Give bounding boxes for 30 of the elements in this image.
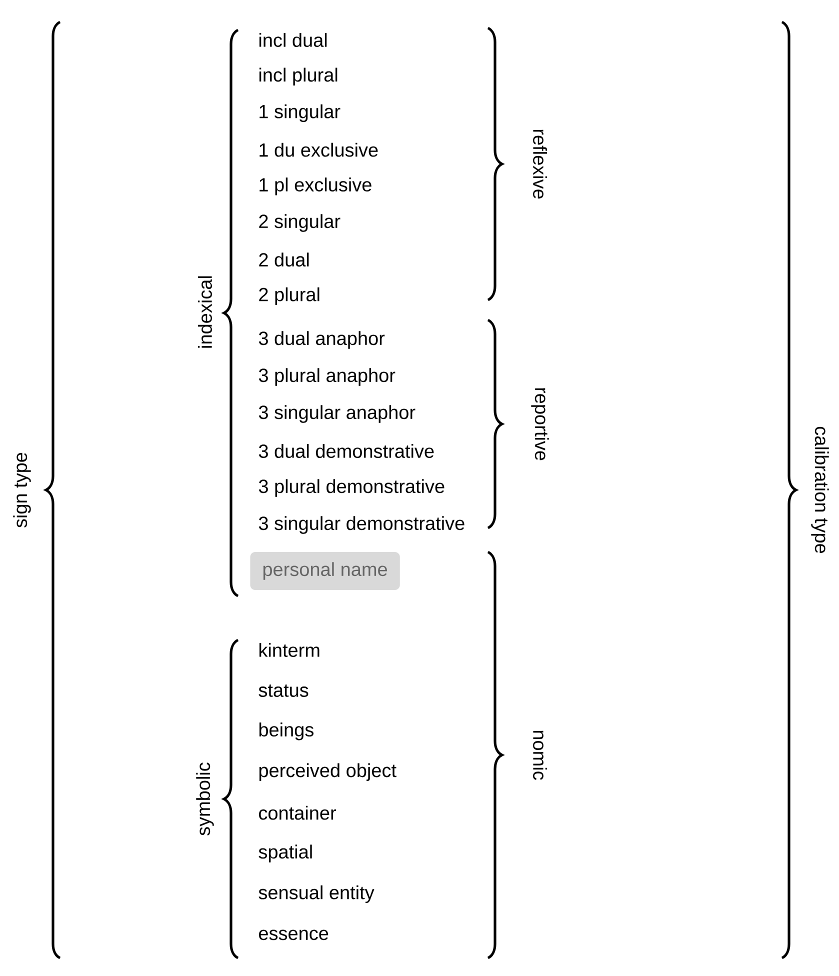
brace-label: sign type <box>13 452 31 528</box>
list-item: 3 singular demonstrative <box>258 516 464 534</box>
list-item: incl dual <box>259 33 327 47</box>
highlighted-term: personal name <box>250 552 400 590</box>
list-item: 3 plural anaphor <box>258 368 396 386</box>
list-item: 1 singular <box>260 104 340 122</box>
list-item: beings <box>259 722 314 740</box>
list-item: 3 singular anaphor <box>258 405 416 423</box>
list-item: perceived object <box>259 763 396 781</box>
brace-label: reflexive <box>533 130 547 199</box>
list-item: spatial <box>258 844 312 862</box>
list-item: container <box>259 806 336 820</box>
list-item: 2 dual <box>259 252 309 267</box>
list-item: 3 plural demonstrative <box>258 479 444 497</box>
list-item: sensual entity <box>258 885 374 904</box>
brace-label: indexical <box>198 276 212 348</box>
brace-label: symbolic <box>196 762 214 836</box>
list-item: 1 du exclusive <box>260 142 378 157</box>
brace-label: reportive <box>531 388 549 460</box>
list-item: status <box>258 684 308 697</box>
list-item: 3 dual anaphor <box>258 331 385 349</box>
list-item: essence <box>259 930 328 940</box>
list-item: 2 plural <box>259 287 320 306</box>
list-item: kinterm <box>260 643 320 657</box>
list-item: 3 dual demonstrative <box>258 444 434 458</box>
brace-label: nomic <box>533 730 547 780</box>
brace-label: calibration type <box>811 426 829 554</box>
list-item: 1 pl exclusive <box>260 178 372 196</box>
list-item: 2 singular <box>259 214 340 232</box>
list-item: incl plural <box>259 68 338 86</box>
